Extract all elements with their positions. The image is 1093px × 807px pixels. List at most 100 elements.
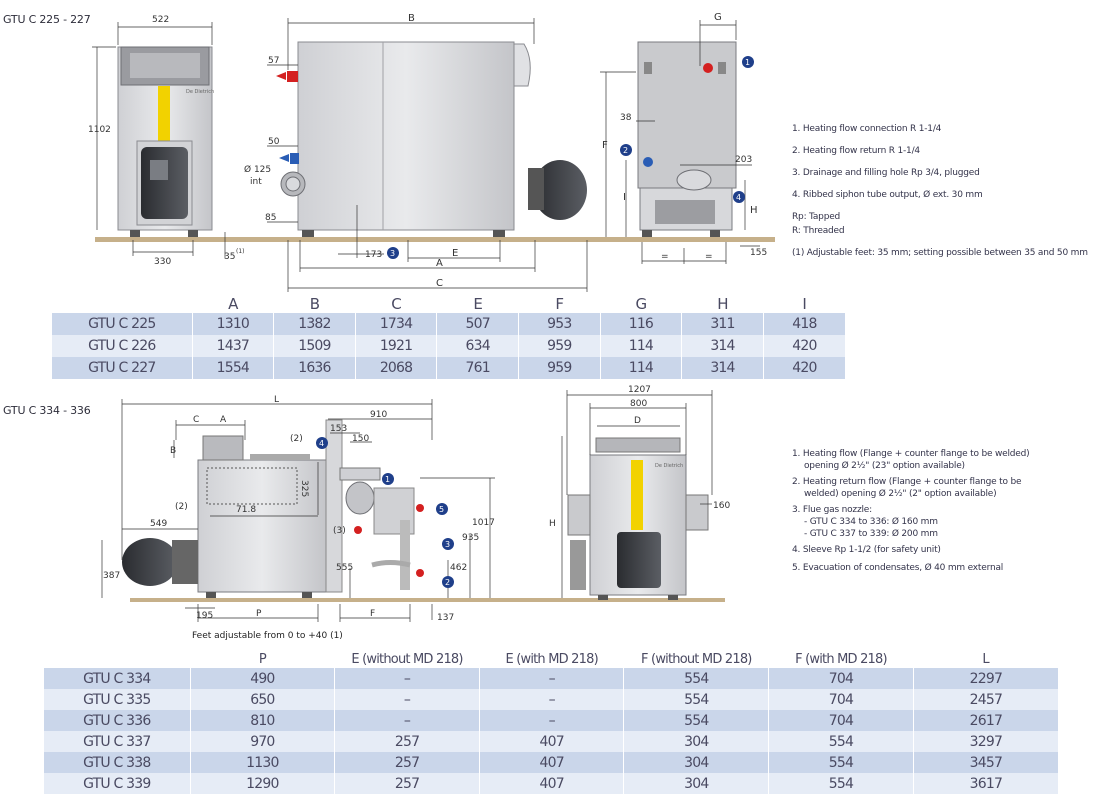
cell: 634 bbox=[436, 335, 519, 357]
note2-4: 4. Sleeve Rp 1-1/2 (for safety unit) bbox=[792, 545, 941, 555]
cell: 418 bbox=[762, 313, 845, 335]
col-F-with: F (with MD 218) bbox=[795, 651, 887, 667]
table-row: GTU C 335 650 – – 554 704 2457 bbox=[44, 689, 1058, 710]
callout-1: 1 bbox=[742, 56, 754, 68]
dim-p2b: (2) bbox=[175, 502, 188, 512]
dim-555: 555 bbox=[336, 563, 353, 573]
burner-front-2 bbox=[617, 532, 661, 588]
dim-387: 387 bbox=[103, 571, 120, 581]
callout-2-3: 3 bbox=[442, 538, 454, 550]
cell: 1921 bbox=[354, 335, 437, 357]
note-3: 3. Drainage and filling hole Rp 3/4, plu… bbox=[792, 168, 980, 178]
cell: 507 bbox=[436, 313, 519, 335]
svg-text:2: 2 bbox=[445, 578, 450, 587]
note-r: R: Threaded bbox=[792, 226, 845, 236]
yellow-pipe bbox=[158, 86, 170, 141]
col-L: L bbox=[982, 651, 989, 667]
return-connection bbox=[290, 153, 299, 164]
cell: 116 bbox=[599, 313, 682, 335]
cell: 257 bbox=[334, 731, 480, 752]
svg-text:4: 4 bbox=[736, 193, 741, 202]
note-4: 4. Ribbed siphon tube output, Ø ext. 30 … bbox=[792, 190, 983, 200]
yellow-pipe-2 bbox=[631, 460, 643, 530]
section2-title: GTU C 334 - 336 bbox=[3, 404, 91, 417]
dim-F: F bbox=[602, 140, 608, 151]
floor bbox=[95, 237, 775, 242]
svg-text:1: 1 bbox=[385, 475, 390, 484]
brand-logo-2: De Dietrich bbox=[655, 463, 683, 469]
table-row: GTU C 225 1310 1382 1734 507 953 116 311… bbox=[52, 313, 845, 335]
callout-3: 3 bbox=[387, 247, 399, 259]
dim-35-note: (1) bbox=[236, 248, 245, 255]
cell: 314 bbox=[681, 335, 764, 357]
cell: GTU C 334 bbox=[44, 668, 191, 689]
dim-325: 325 bbox=[299, 480, 309, 497]
col-C: C bbox=[391, 295, 401, 313]
cell: GTU C 225 bbox=[52, 313, 193, 335]
dim-eq1: = bbox=[661, 252, 669, 262]
cell: 810 bbox=[189, 710, 335, 731]
dim-C: C bbox=[436, 278, 443, 289]
table-header: A B C E F G H I bbox=[52, 295, 845, 313]
cell: GTU C 227 bbox=[52, 357, 193, 379]
dim-85: 85 bbox=[265, 213, 276, 223]
burner-2 bbox=[122, 538, 178, 586]
dim-462: 462 bbox=[450, 563, 467, 573]
dim-H: H bbox=[750, 205, 758, 216]
cell: – bbox=[478, 668, 624, 689]
dim-E: E bbox=[452, 248, 458, 259]
note-rp: Rp: Tapped bbox=[792, 212, 841, 222]
section2-drawing: L 910 C A 153 150 (2) B 325 (2) 71.8 549… bbox=[101, 385, 730, 641]
cell: GTU C 336 bbox=[44, 710, 191, 731]
dim-D: D bbox=[634, 416, 641, 426]
section1-drawing: De Dietrich 522 1102 330 35 (1) bbox=[88, 12, 775, 292]
dim-1102: 1102 bbox=[88, 125, 111, 135]
cell: 1290 bbox=[189, 773, 335, 794]
cell: 554 bbox=[768, 752, 914, 773]
dim-P: P bbox=[256, 609, 262, 619]
dim-195: 195 bbox=[196, 611, 213, 621]
table-row: GTU C 339 1290 257 407 304 554 3617 bbox=[44, 773, 1058, 794]
flow-connection bbox=[287, 71, 298, 82]
cell: 959 bbox=[517, 357, 601, 379]
callout-2-2: 2 bbox=[442, 576, 454, 588]
cell: 554 bbox=[768, 773, 914, 794]
cell: 3617 bbox=[912, 773, 1058, 794]
cell: 761 bbox=[436, 357, 519, 379]
cell: 420 bbox=[762, 357, 845, 379]
cell: 114 bbox=[599, 357, 682, 379]
front-view-2: De Dietrich bbox=[567, 437, 709, 600]
cell: 959 bbox=[517, 335, 601, 357]
feet-note: Feet adjustable from 0 to +40 (1) bbox=[192, 631, 343, 641]
col-E-with: E (with MD 218) bbox=[505, 651, 598, 667]
dim-800: 800 bbox=[630, 399, 647, 409]
cell: – bbox=[334, 710, 480, 731]
note2-5: 5. Evacuation of condensates, Ø 40 mm ex… bbox=[792, 563, 1004, 573]
col-A: A bbox=[228, 295, 238, 313]
cell: 407 bbox=[478, 773, 624, 794]
cell: 420 bbox=[762, 335, 845, 357]
table-row: GTU C 226 1437 1509 1921 634 959 114 314… bbox=[52, 335, 845, 357]
dim-173: 173 bbox=[365, 250, 382, 260]
col-H: H bbox=[717, 295, 728, 313]
dim-p3: (3) bbox=[333, 526, 346, 536]
callout-2: 2 bbox=[620, 144, 632, 156]
svg-text:2: 2 bbox=[623, 146, 628, 155]
svg-text:3: 3 bbox=[390, 249, 395, 258]
col-P: P bbox=[258, 651, 267, 667]
cell: 257 bbox=[334, 773, 480, 794]
cell: 1734 bbox=[354, 313, 437, 335]
col-F: F bbox=[555, 295, 564, 313]
note2-2a: 2. Heating return flow (Flange + counter… bbox=[792, 477, 1022, 487]
cell: – bbox=[334, 689, 480, 710]
cell: 314 bbox=[681, 357, 764, 379]
col-G: G bbox=[635, 295, 647, 313]
dim-A: A bbox=[436, 258, 443, 269]
svg-text:1: 1 bbox=[745, 58, 750, 67]
brand-logo: De Dietrich bbox=[186, 89, 214, 95]
section2-notes: 1. Heating flow (Flange + counter flange… bbox=[792, 448, 1030, 580]
dim-50: 50 bbox=[268, 137, 280, 147]
dim-A2: A bbox=[220, 415, 227, 425]
dim-203: 203 bbox=[735, 155, 752, 165]
note-feet: (1) Adjustable feet: 35 mm; setting poss… bbox=[792, 248, 1088, 258]
